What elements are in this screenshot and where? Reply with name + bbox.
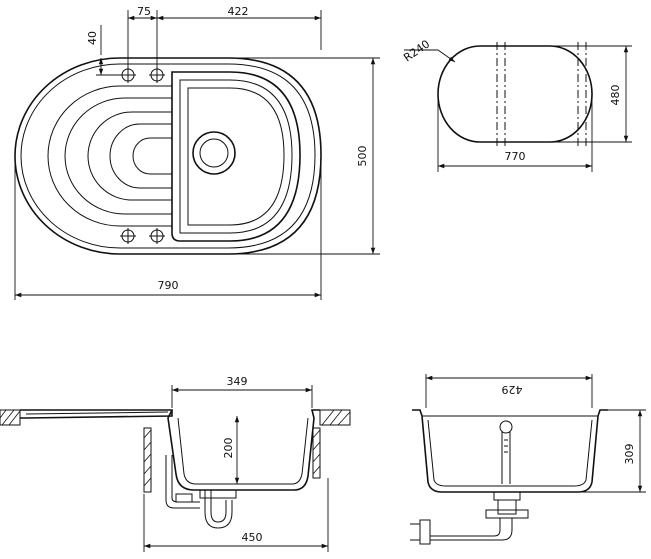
dim-40: 40 bbox=[86, 31, 99, 45]
dim-r240: R240 bbox=[401, 37, 432, 64]
dim-480: 480 bbox=[609, 85, 622, 106]
tap-hole-bottom-right bbox=[149, 228, 165, 244]
sink-outline bbox=[14, 57, 322, 255]
dim-770: 770 bbox=[505, 150, 526, 163]
cutout-view: R240 480 770 bbox=[401, 37, 632, 172]
dim-309: 309 bbox=[623, 444, 636, 465]
cutout-outline bbox=[437, 45, 593, 143]
side-drainboard bbox=[20, 409, 173, 419]
drainboard-groove-4 bbox=[109, 123, 172, 189]
drain-inner bbox=[199, 138, 229, 168]
tap-hole-top-right bbox=[149, 67, 165, 83]
dim-450: 450 bbox=[242, 531, 263, 544]
dim-349: 349 bbox=[227, 375, 248, 388]
top-view: 40 75 422 500 790 bbox=[14, 5, 380, 300]
bowl-rim bbox=[179, 79, 293, 234]
sink-outline-inner bbox=[20, 63, 316, 249]
drainboard-groove-2 bbox=[64, 97, 172, 215]
side-bowl-inner bbox=[177, 417, 309, 485]
dim-790: 790 bbox=[158, 279, 179, 292]
dim-200: 200 bbox=[222, 438, 235, 459]
drainboard-groove-3 bbox=[87, 111, 172, 201]
overflow-cap bbox=[499, 420, 513, 434]
tap-hole-bottom-left bbox=[120, 228, 136, 244]
dim-429: 429 bbox=[502, 383, 523, 396]
drainboard-groove-1 bbox=[47, 85, 172, 227]
side-section: 349 200 450 bbox=[0, 375, 351, 552]
front-section: 429 309 bbox=[410, 374, 646, 545]
front-bowl bbox=[412, 409, 608, 493]
dim-75: 75 bbox=[137, 5, 151, 18]
drain-outer bbox=[192, 131, 236, 175]
side-bowl bbox=[167, 409, 320, 491]
dim-422: 422 bbox=[228, 5, 249, 18]
bowl-inner bbox=[187, 87, 285, 226]
dim-500: 500 bbox=[356, 146, 369, 167]
tap-hole-top-left bbox=[120, 67, 136, 83]
drainboard-groove-5 bbox=[132, 137, 172, 175]
front-bowl-inner bbox=[422, 415, 598, 487]
bowl-outer bbox=[171, 71, 301, 242]
